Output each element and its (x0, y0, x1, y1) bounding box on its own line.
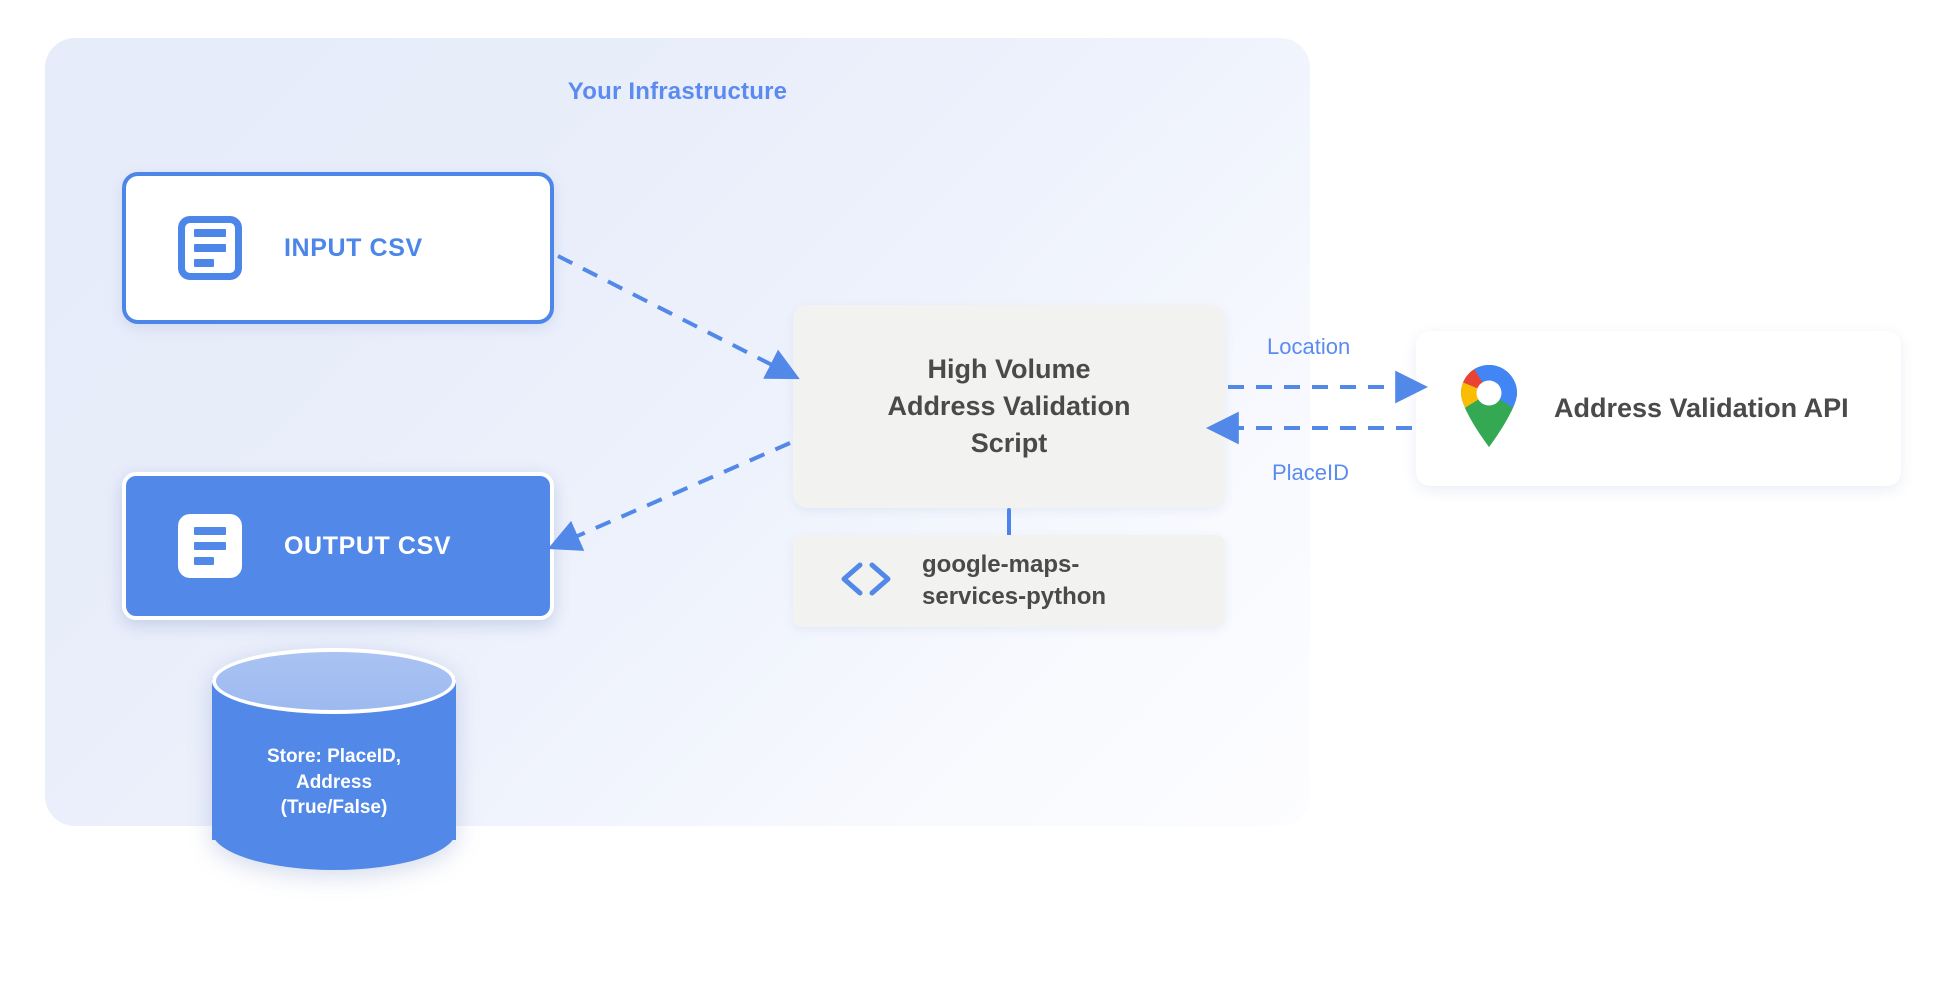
edge-label-location: Location (1267, 334, 1351, 359)
google-maps-pin-icon (1458, 364, 1520, 453)
library-node[interactable]: google-maps- services-python (793, 535, 1225, 627)
input-csv-node[interactable]: INPUT CSV (122, 172, 554, 324)
library-label: google-maps- services-python (922, 549, 1106, 612)
database-bottom-ellipse (212, 792, 456, 870)
edge-label-placeid: PlaceID (1272, 460, 1350, 485)
script-node[interactable]: High Volume Address Validation Script (793, 305, 1225, 508)
output-csv-label: OUTPUT CSV (284, 531, 452, 560)
database-label-line1: Store: PlaceID, (266, 746, 402, 767)
api-label: Address Validation API (1554, 393, 1849, 423)
database-node[interactable]: Store: PlaceID, Address (True/False) (212, 648, 456, 870)
page-title: Your Infrastructure (567, 78, 788, 105)
input-csv-label: INPUT CSV (284, 233, 423, 262)
database-label-line3: (True/False) (280, 797, 388, 819)
output-csv-node[interactable]: OUTPUT CSV (122, 472, 554, 620)
database-top-ellipse (212, 648, 456, 714)
script-label-line2: Address Validation (887, 390, 1131, 421)
document-icon (178, 216, 242, 280)
code-brackets-icon (838, 559, 894, 604)
database-label-line2: Address (295, 771, 373, 793)
library-label-line1: google-maps- (922, 551, 1080, 579)
address-validation-api-node[interactable]: Address Validation API (1416, 331, 1901, 486)
script-label-line1: High Volume (927, 353, 1091, 384)
script-to-library-connector (1007, 508, 1011, 537)
script-label: High Volume Address Validation Script (887, 351, 1130, 463)
script-label-line3: Script (970, 428, 1048, 459)
library-label-line2: services-python (922, 583, 1107, 610)
document-icon (178, 514, 242, 578)
database-label: Store: PlaceID, Address (True/False) (212, 744, 456, 821)
